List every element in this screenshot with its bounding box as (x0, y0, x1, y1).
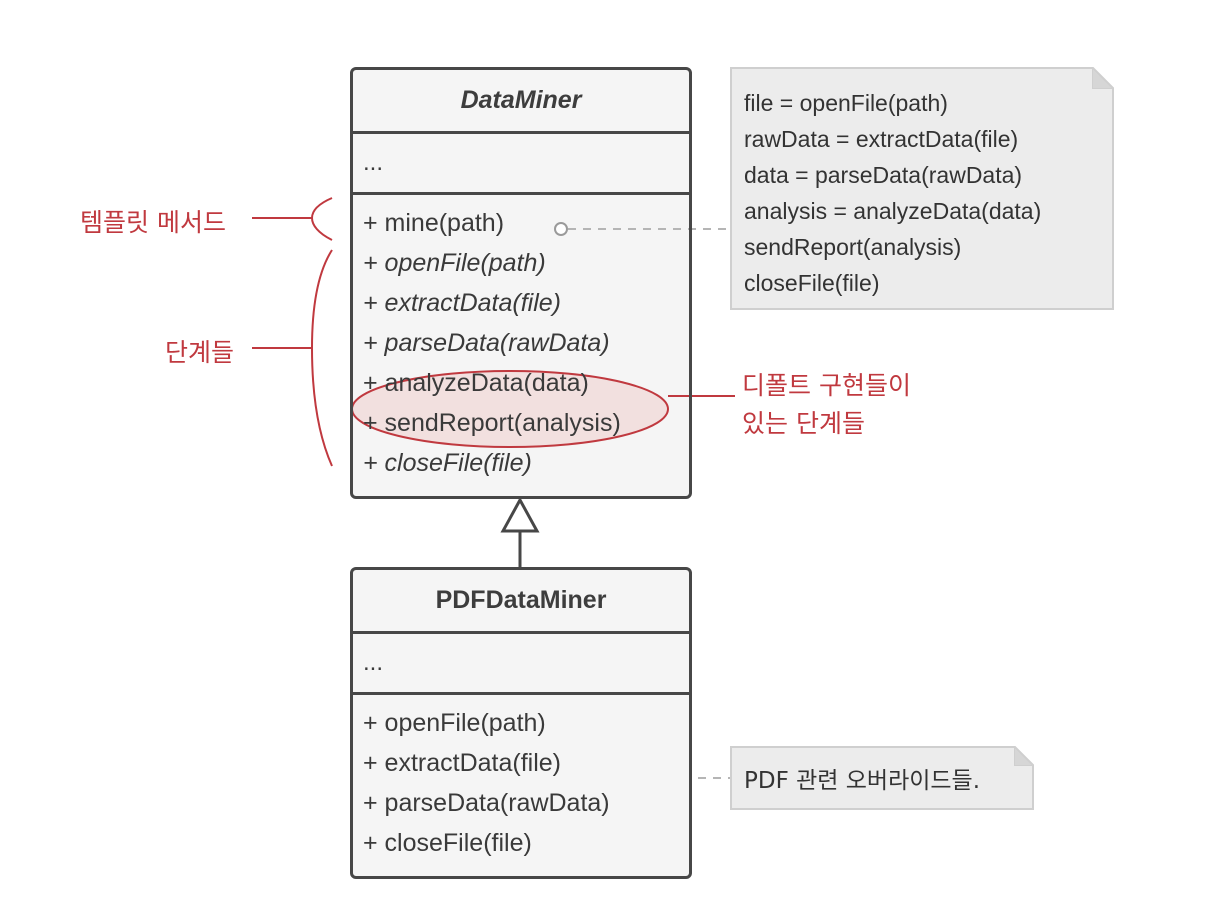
method-row: + closeFile(file) (363, 829, 532, 857)
code-line: analysis = analyzeData(data) (744, 198, 1042, 224)
method-row: + openFile(path) (363, 709, 546, 737)
steps-bracket (310, 249, 333, 467)
annotation-default-steps-line1: 디폴트 구현들이 (742, 371, 911, 400)
class-pdfdataminer: PDFDataMiner ... + openFile(path) + extra… (350, 567, 692, 879)
note-anchor-circle (554, 222, 568, 236)
code-line: sendReport(analysis) (744, 234, 962, 260)
method-row: + parseData(rawData) (363, 329, 610, 357)
method-row: + parseData(rawData) (363, 789, 610, 817)
method-row: + closeFile(file) (363, 449, 532, 477)
code-note: file = openFile(path) rawData = extractDa… (730, 67, 1114, 310)
code-line: closeFile(file) (744, 270, 880, 296)
note-fold-icon (1092, 67, 1114, 89)
annotation-default-steps-line2: 있는 단계들 (742, 409, 865, 438)
class-dataminer-methods: + mine(path) + openFile(path) + extractDat… (353, 195, 689, 483)
annotation-steps: 단계들 (165, 338, 235, 367)
code-line: file = openFile(path) (744, 90, 948, 116)
class-dataminer-name: DataMiner (353, 70, 689, 134)
method-row: + extractData(file) (363, 749, 561, 777)
method-row: + openFile(path) (363, 249, 546, 277)
template-method-bracket (310, 197, 333, 241)
override-note-text: PDF 관련 오버라이드들. (744, 768, 981, 794)
class-dataminer: DataMiner ... + mine(path) + openFile(pat… (350, 67, 692, 499)
annotation-template-method: 템플릿 메서드 (80, 208, 226, 237)
method-row: + analyzeData(data) (363, 369, 589, 397)
override-note: PDF 관련 오버라이드들. (730, 746, 1034, 810)
code-note-lines: file = openFile(path) rawData = extractDa… (744, 85, 1112, 301)
code-line: data = parseData(rawData) (744, 162, 1023, 188)
code-line: rawData = extractData(file) (744, 126, 1019, 152)
method-row: + sendReport(analysis) (363, 409, 621, 437)
inheritance-arrow-icon (500, 496, 540, 533)
class-dataminer-fields: ... (353, 134, 689, 195)
method-row: + mine(path) (363, 209, 505, 237)
class-pdfdataminer-fields: ... (353, 634, 689, 695)
method-row: + extractData(file) (363, 289, 561, 317)
class-pdfdataminer-methods: + openFile(path) + extractData(file) + par… (353, 695, 689, 863)
class-pdfdataminer-name: PDFDataMiner (353, 570, 689, 634)
note-fold-icon (1014, 746, 1034, 766)
